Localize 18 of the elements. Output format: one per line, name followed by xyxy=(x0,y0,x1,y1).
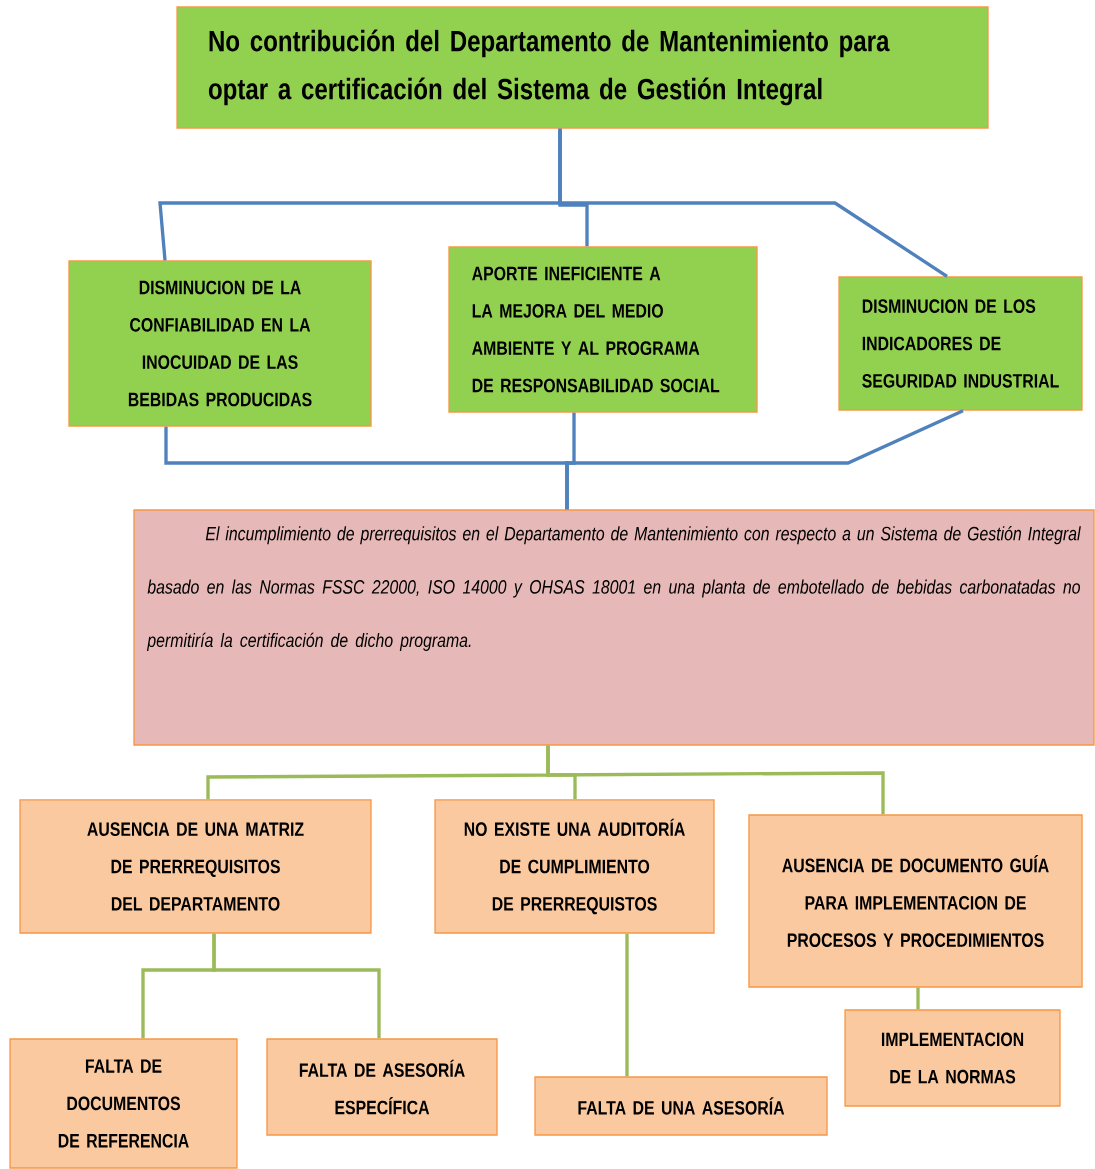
connector-line xyxy=(916,987,920,1010)
cause-box: AUSENCIA DE UNA MATRIZ DE PRERREQUISITOS DEL DEPARTAMENTO xyxy=(19,799,372,934)
connector-line xyxy=(546,745,885,815)
cause-box: AUSENCIA DE DOCUMENTO GUÍA PARA IMPLEMENTACION DE PROCESOS Y PROCEDIMIENTOS xyxy=(748,814,1083,988)
effect-box: DISMINUCION DE LOS INDICADORES DE SEGURIDAD INDUSTRIAL xyxy=(838,276,1083,411)
effect-box: DISMINUCION DE LA CONFIABILIDAD EN LA INOCUIDAD DE LAS BEBIDAS PRODUCIDAS xyxy=(68,260,372,427)
connector-line xyxy=(558,128,948,278)
effect-box: APORTE INEFICIENTE A LA MEJORA DEL MEDIO AMBIENTE Y AL PROGRAMA DE RESPONSABILIDAD SOCIAL xyxy=(448,246,758,413)
cause-box: FALTA DE DOCUMENTOS DE REFERENCIA xyxy=(9,1038,238,1169)
central-problem-box: El incumplimiento de prerrequisitos en el Departamento de Mantenimiento con respecto a un Sistema de Gestión Integral basado en las Normas FSSC 22000, ISO 14000 y OHSAS 18001 en una planta de embotellado de bebidas carbonatadas no permitiría la certificación de dicho programa. xyxy=(133,509,1095,746)
cause-box: NO EXISTE UNA AUDITORÍA DE CUMPLIMIENTO DE PRERREQUISTOS xyxy=(434,799,715,934)
cause-box: IMPLEMENTACION DE LA NORMAS xyxy=(844,1009,1061,1107)
cause-box: FALTA DE ASESORÍA ESPECÍFICA xyxy=(266,1038,498,1136)
connector-line xyxy=(565,409,964,510)
cause-box: FALTA DE UNA ASESORÍA xyxy=(534,1076,828,1136)
problem-box: No contribución del Departamento de Mantenimiento para optar a certificación del Sistema de Gestión Integral xyxy=(176,6,989,129)
connector-line xyxy=(625,933,629,1077)
connector-line xyxy=(212,933,381,1039)
